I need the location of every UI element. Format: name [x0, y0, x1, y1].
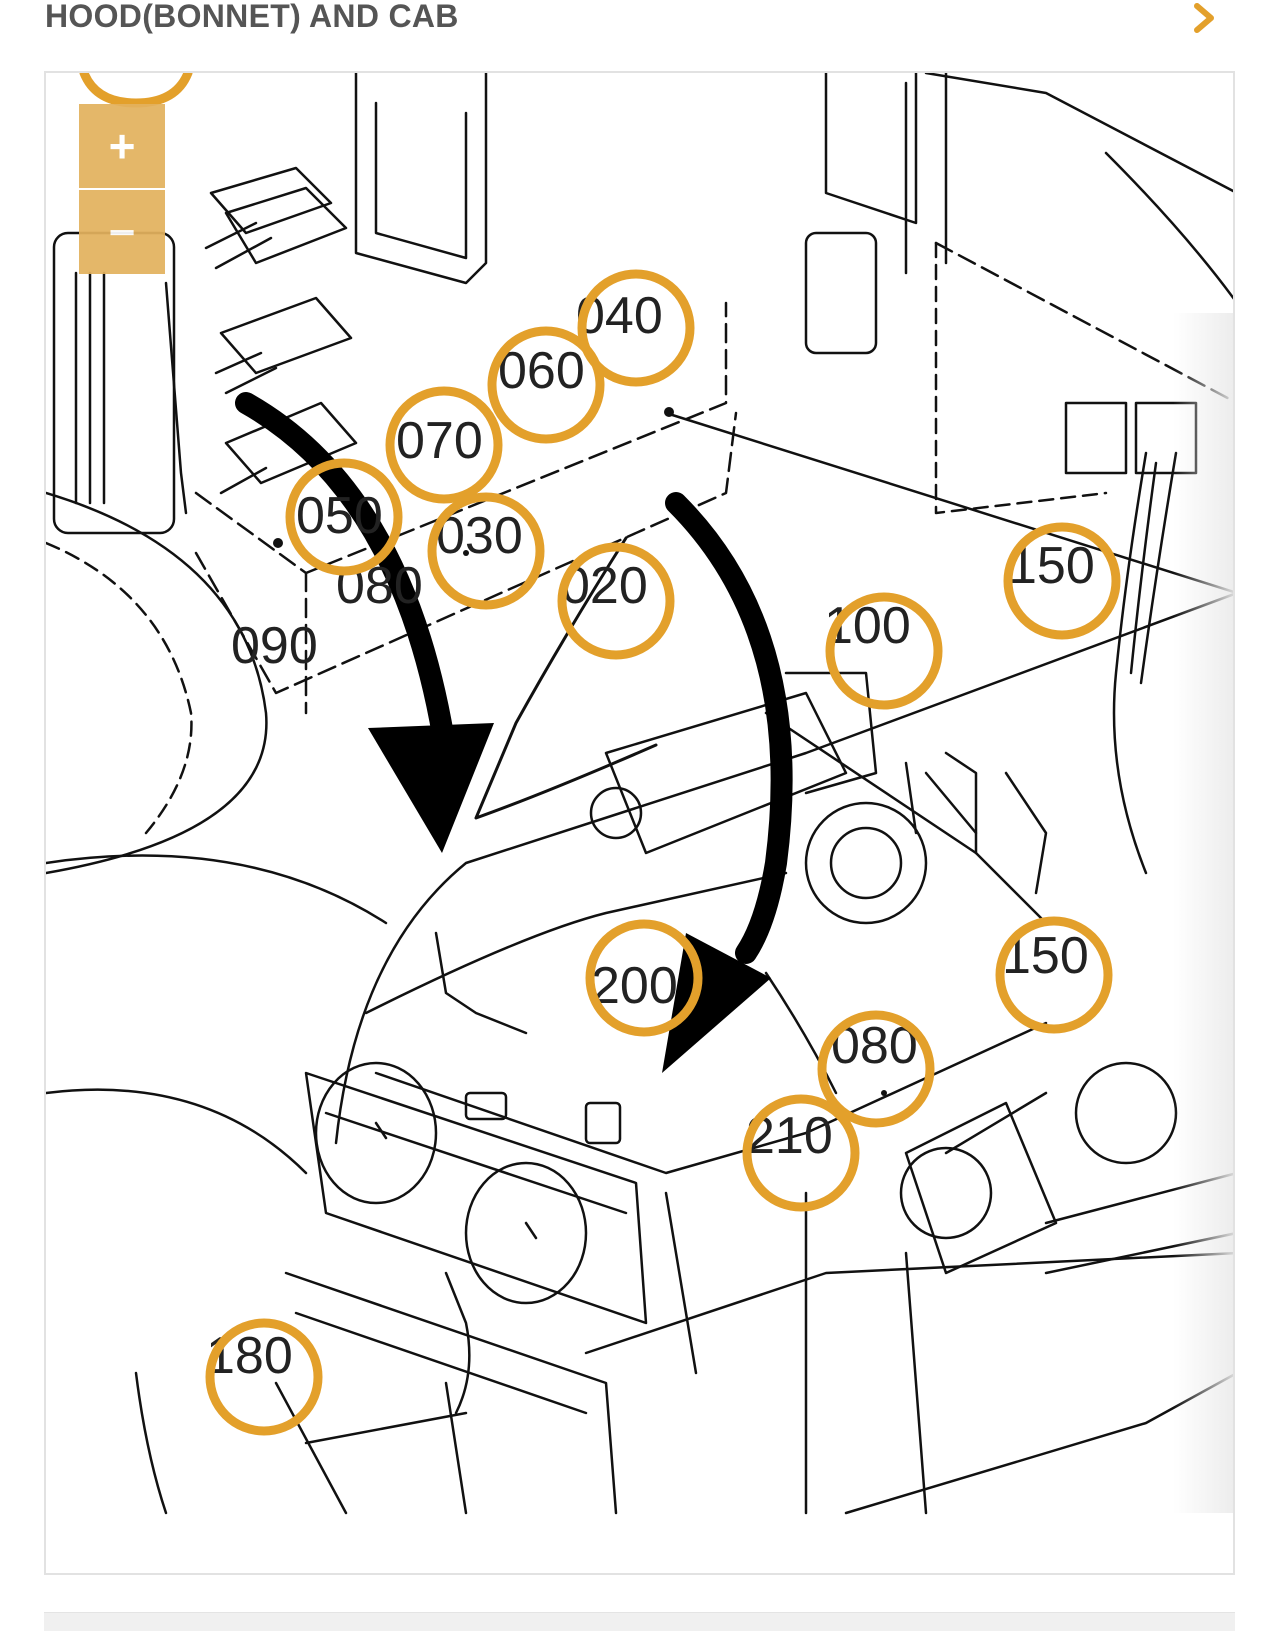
viewer-fade [1173, 313, 1233, 1513]
callout-circle-210 [742, 1094, 860, 1212]
callout-circle-050 [285, 458, 403, 576]
footer-bar [44, 1612, 1235, 1631]
part-label-060: 060 [498, 342, 585, 400]
callout-circle-180 [205, 1318, 323, 1436]
callout-circle-070 [385, 386, 503, 504]
part-label-200: 200 [591, 957, 678, 1015]
part-label-030: 030 [436, 507, 523, 565]
part-label-180: 180 [206, 1327, 293, 1385]
zoom-divider [79, 188, 165, 190]
part-label-070: 070 [396, 412, 483, 470]
callout-circle-100 [825, 592, 943, 710]
zoom-out-button[interactable]: − [79, 190, 165, 274]
callout-circle-040 [577, 269, 695, 387]
callout-circle-200 [585, 919, 703, 1037]
header: HOOD(BONNET) AND CAB [0, 0, 1269, 40]
zoom-in-button[interactable]: + [79, 104, 165, 188]
diagram-viewer[interactable]: 040 060 070 050 030 020 080 090 100 150 … [44, 71, 1235, 1575]
callout-circle-020 [557, 542, 675, 660]
part-label-050: 050 [296, 487, 383, 545]
parts-diagram: 040 060 070 050 030 020 080 090 100 150 … [46, 73, 1233, 1515]
part-label-080-top: 080 [336, 557, 423, 615]
callout-circle-080-bottom [817, 1010, 935, 1128]
chevron-right-icon[interactable] [1185, 0, 1225, 36]
part-label-090: 090 [231, 617, 318, 675]
callout-circle-030 [427, 492, 545, 610]
callout-circle-150-bottom [995, 916, 1113, 1034]
page-title: HOOD(BONNET) AND CAB [45, 0, 459, 34]
callout-circle-060 [487, 326, 605, 444]
callout-circle-150-top [1003, 522, 1121, 640]
